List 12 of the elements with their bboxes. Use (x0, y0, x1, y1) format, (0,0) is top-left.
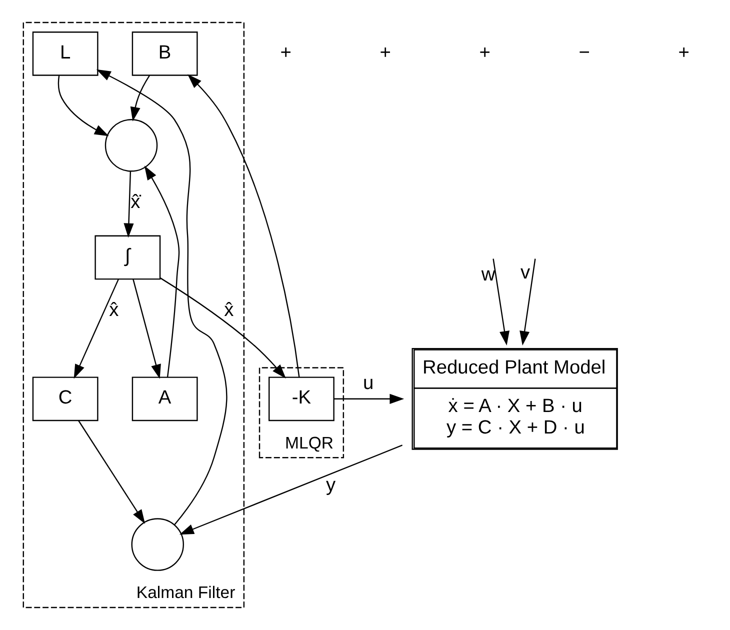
label: + (479, 42, 490, 64)
edge-label: x̂ (224, 300, 234, 321)
edge-label: u (362, 373, 374, 394)
edge-label: v (520, 262, 530, 284)
edge-label: y (326, 474, 336, 496)
edge-label: x̂ (109, 300, 119, 321)
label: − (578, 42, 590, 64)
label: + (280, 42, 292, 64)
edge-label: x̂̇ (130, 192, 140, 214)
edge-label: w (481, 264, 496, 286)
label: + (380, 42, 391, 64)
label: + (678, 42, 690, 64)
